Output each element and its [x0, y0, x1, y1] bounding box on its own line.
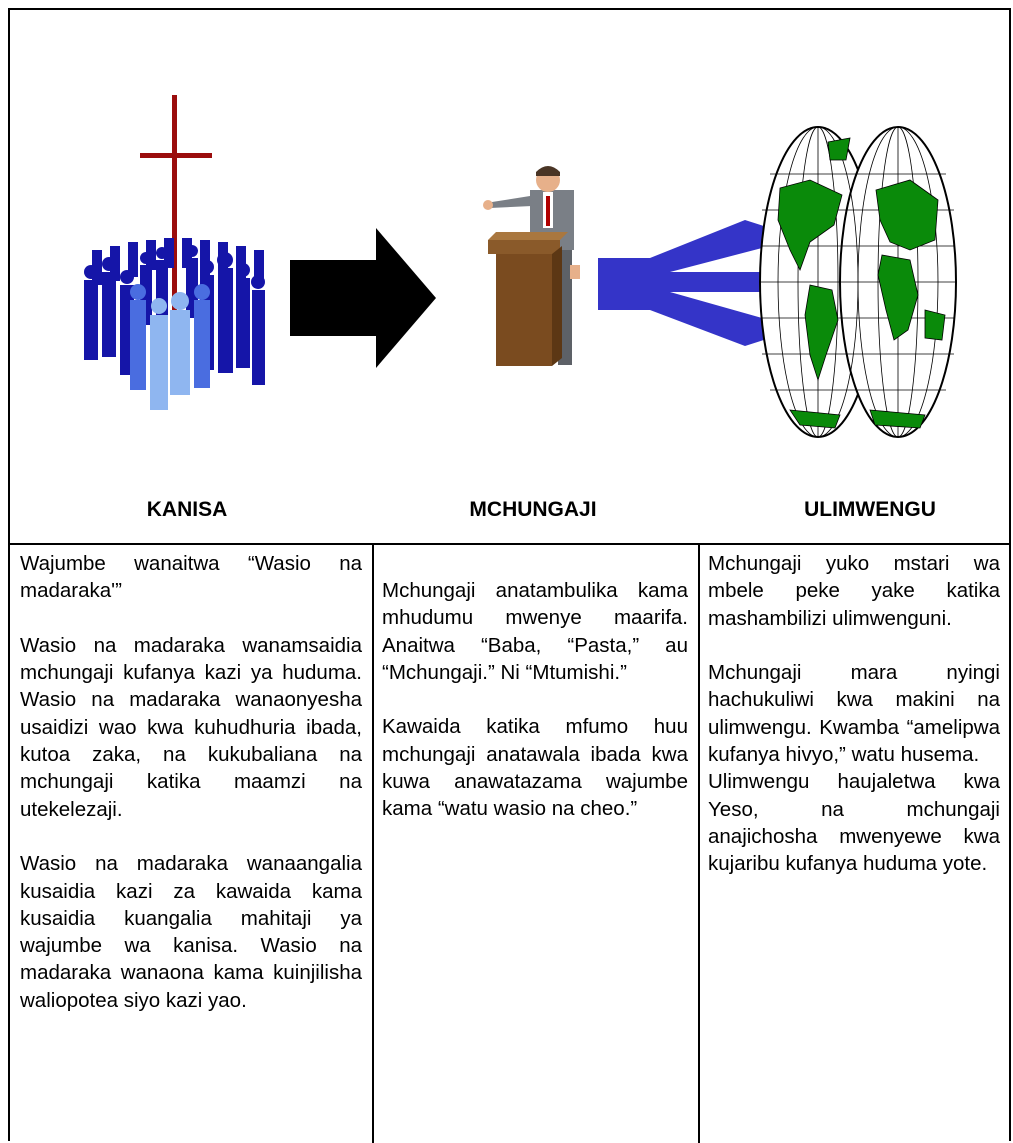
- blue-arrows-icon: [598, 220, 770, 346]
- column-divider: [698, 543, 700, 1143]
- column-divider: [372, 543, 374, 1143]
- column-ulimwengu: Mchungaji yuko mstari wa mbele peke yake…: [708, 550, 1000, 878]
- church-crowd-cross-icon: [84, 95, 265, 410]
- column-heading-kanisa: KANISA: [146, 498, 228, 521]
- paragraph: Wasio na madaraka wanamsaidia mchungaji …: [20, 633, 362, 821]
- column-heading-ulimwengu: ULIMWENGU: [804, 498, 936, 521]
- paragraph: Kawaida katika mfumo huu mchungaji anata…: [382, 715, 688, 821]
- paragraph: Mchungaji yuko mstari wa mbele peke yake…: [708, 552, 1000, 630]
- paragraph: Mchungaji mara nyingi hachukuliwi kwa ma…: [708, 661, 1000, 767]
- illustration-panel: KANISA MCHUNGAJI ULIMWENGU: [10, 10, 1009, 545]
- column-heading-mchungaji: MCHUNGAJI: [469, 498, 597, 521]
- arrow-right-icon: [290, 228, 436, 368]
- illustration: [84, 95, 957, 438]
- page-frame: KANISA MCHUNGAJI ULIMWENGU Wajumbe wanai…: [8, 8, 1011, 1143]
- world-globe-icon: [759, 126, 957, 438]
- paragraph: Ulimwengu haujaletwa kwa Yeso, na mchung…: [708, 770, 1000, 876]
- paragraph: Mchungaji anatambulika kama mhudumu mwen…: [382, 579, 688, 684]
- column-kanisa: Wajumbe wanaitwa “Wasio na madaraka'” Wa…: [20, 550, 362, 1014]
- paragraph: Wasio na madaraka wanaangalia kusaidia k…: [20, 852, 362, 1012]
- paragraph: Wajumbe wanaitwa “Wasio na madaraka'”: [20, 552, 362, 603]
- preacher-at-pulpit-icon: [483, 166, 580, 366]
- column-mchungaji: Mchungaji anatambulika kama mhudumu mwen…: [382, 577, 688, 823]
